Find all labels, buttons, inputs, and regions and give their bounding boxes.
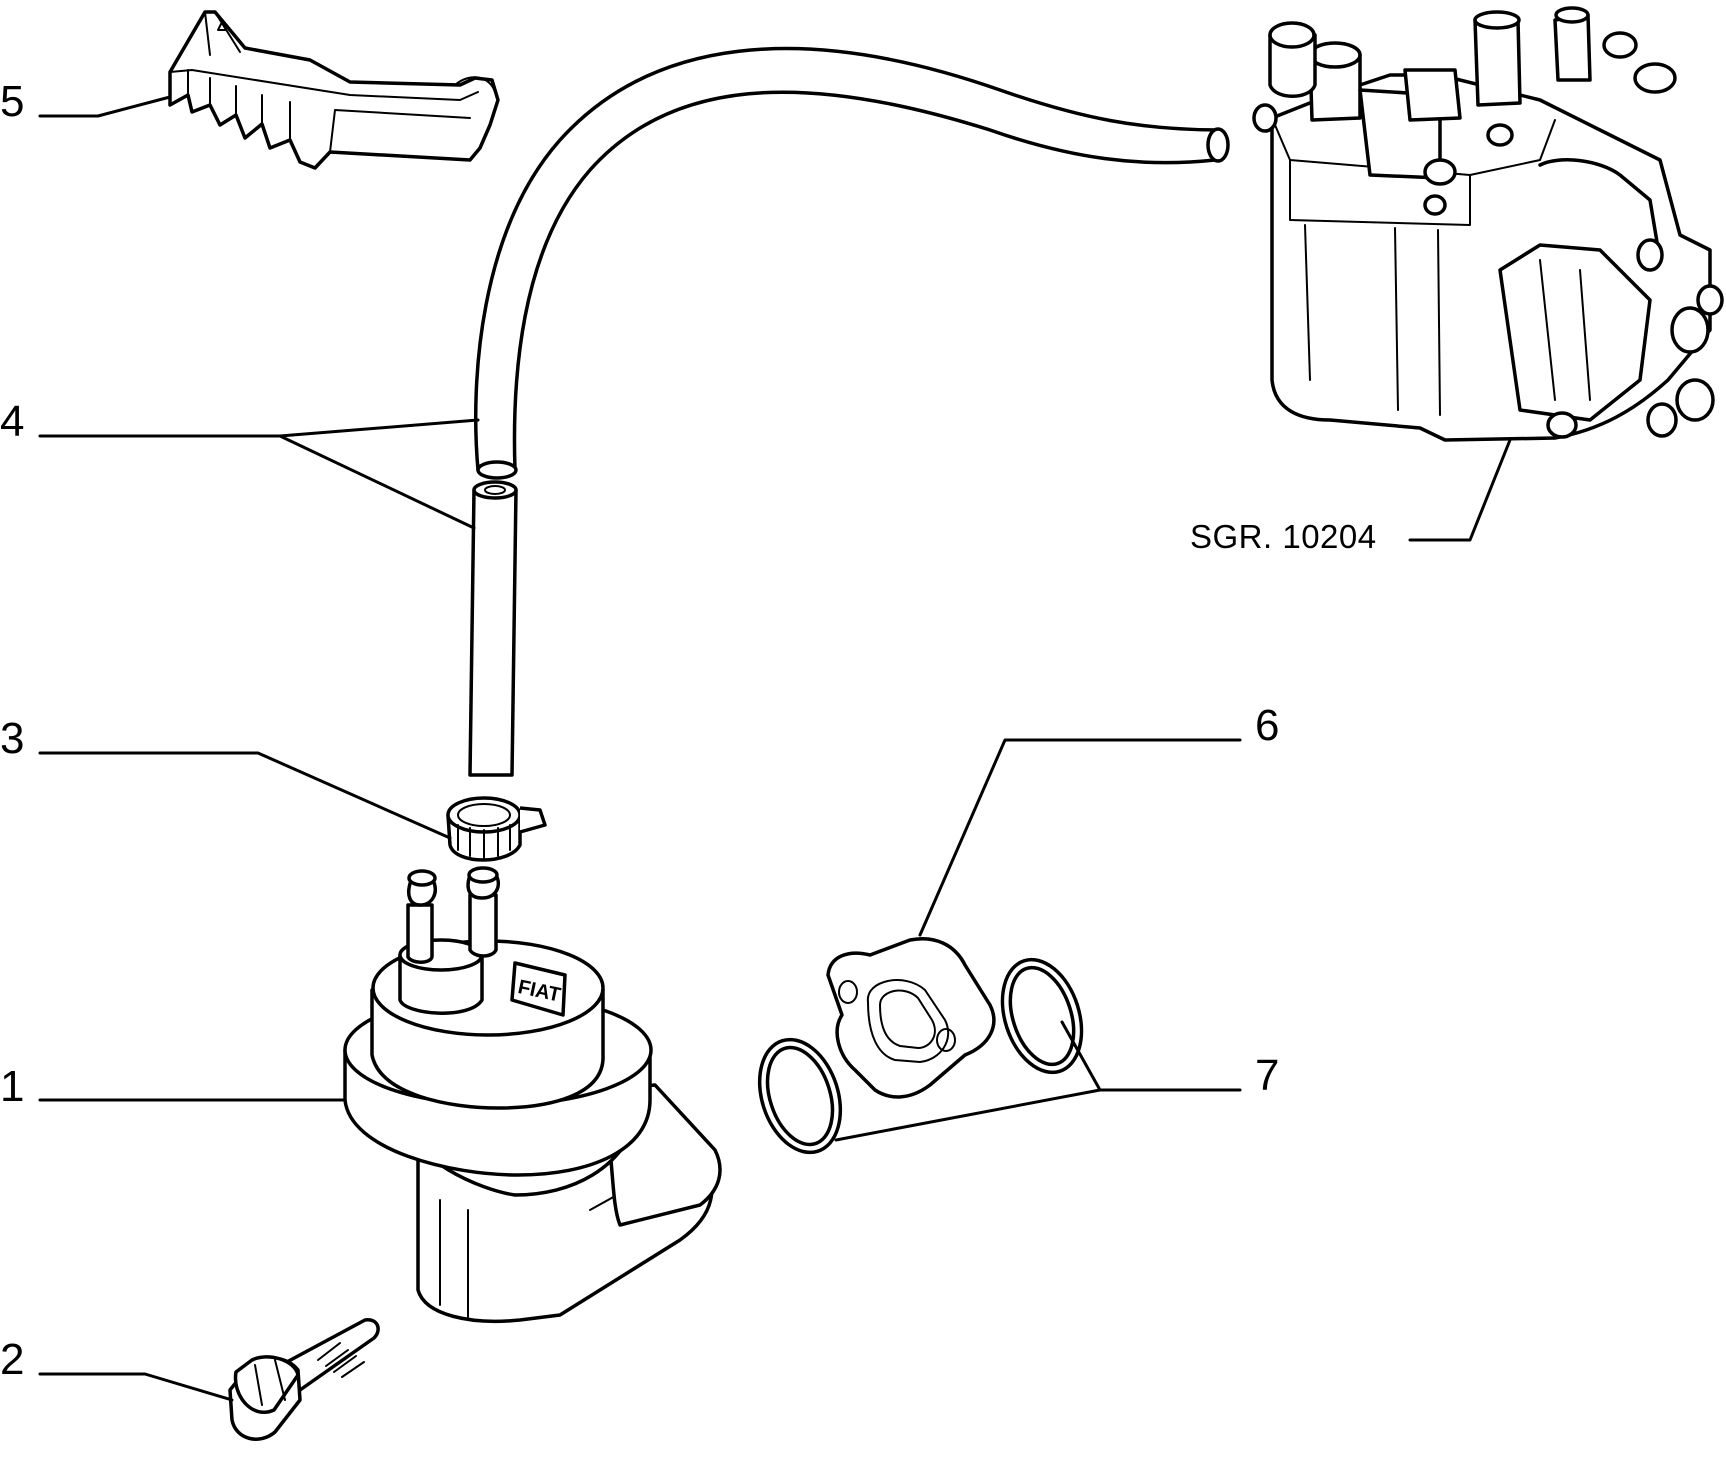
callout-6: 6 — [1255, 701, 1280, 750]
hose-bracket-icon — [168, 10, 500, 170]
leader-line-4b — [278, 434, 476, 530]
leader-line-reference — [1408, 438, 1512, 542]
callout-1: 1 — [0, 1062, 25, 1111]
callout-7: 7 — [1255, 1051, 1280, 1100]
fuel-pump-icon: FIAT — [343, 866, 722, 1323]
leader-line-5 — [38, 95, 172, 118]
fuel-hose-icon — [468, 46, 1230, 777]
callout-5: 5 — [0, 77, 25, 126]
hose-clamp-icon — [446, 796, 547, 862]
leader-line-2 — [38, 1372, 234, 1402]
leader-line-6 — [918, 738, 1242, 937]
leader-line-7b — [834, 1088, 1102, 1142]
reference-label: SGR. 10204 — [1190, 518, 1377, 555]
bolt-icon — [228, 1318, 380, 1441]
callout-3: 3 — [0, 714, 25, 763]
carburetor-icon — [1252, 6, 1724, 442]
leader-line-4a — [38, 418, 480, 438]
o-ring-icon — [757, 957, 1084, 1155]
spacer-flange-icon — [826, 937, 996, 1099]
leader-lines — [38, 95, 1512, 1402]
callout-4: 4 — [0, 397, 25, 446]
callout-2: 2 — [0, 1335, 25, 1384]
leader-line-7a — [1060, 1020, 1242, 1092]
leader-line-3 — [38, 751, 452, 840]
